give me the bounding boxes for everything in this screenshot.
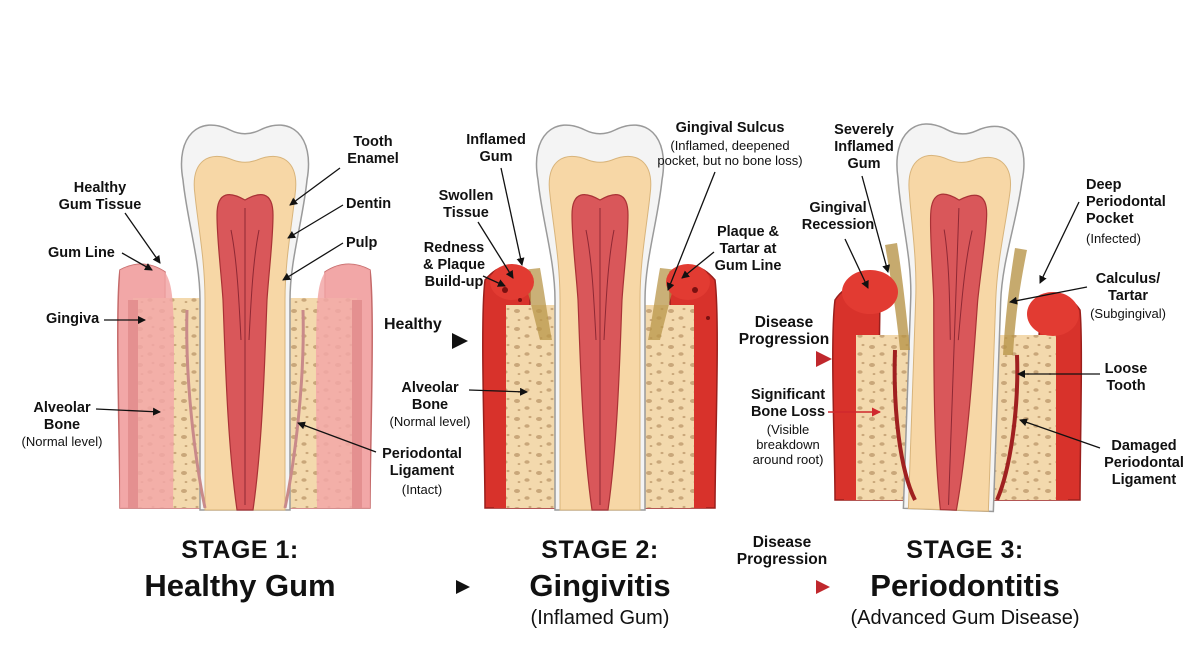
stage-2-number: STAGE 2:	[541, 536, 659, 564]
label-severely-inflamed-gum: Severely Inflamed Gum	[834, 122, 894, 172]
label-gingival-recession: Gingival Recession	[801, 200, 875, 233]
stage-1-name: Healthy Gum	[144, 568, 336, 603]
label-damaged-ligament: Damaged Periodontal Ligament	[1104, 438, 1184, 488]
note-deep-pocket: (Infected)	[1086, 231, 1141, 246]
label-alveolar-bone-1: Alveolar Bone	[33, 400, 91, 433]
label-periodontal-ligament-1: Periodontal Ligament	[382, 446, 462, 479]
label-inflamed-gum: Inflamed Gum	[466, 132, 526, 165]
transition-label-progression-top: Disease Progression	[738, 314, 830, 348]
note-alveolar-bone-1: (Normal level)	[21, 434, 103, 449]
stage-3-subtitle: (Advanced Gum Disease)	[850, 607, 1080, 629]
note-calculus: (Subgingival)	[1090, 306, 1166, 321]
note-bone-loss: (Visible breakdown around root)	[752, 422, 824, 467]
stage-1-number: STAGE 1:	[181, 536, 299, 564]
label-redness-plaque: Redness & Plaque Build-up	[422, 240, 486, 290]
label-calculus: Calculus/ Tartar	[1095, 271, 1161, 304]
transition-label-healthy: Healthy	[384, 316, 442, 333]
note-alveolar-bone-2: (Normal level)	[389, 414, 471, 429]
label-pulp: Pulp	[346, 235, 378, 251]
note-gingival-sulcus: (Inflamed, deepened pocket, but no bone …	[657, 138, 803, 168]
label-dentin: Dentin	[346, 196, 392, 212]
label-tooth-enamel: Tooth Enamel	[347, 134, 399, 167]
label-healthy-gum-tissue: Healthy Gum Tissue	[58, 180, 142, 213]
label-gingival-sulcus: Gingival Sulcus	[675, 120, 785, 136]
label-bone-loss: Significant Bone Loss	[750, 387, 826, 420]
label-deep-pocket: Deep Periodontal Pocket	[1086, 177, 1166, 227]
stage-3-name: Periodontitis	[870, 568, 1060, 603]
transition-label-progression-bottom: Disease Progression	[736, 534, 828, 568]
label-gingiva: Gingiva	[46, 311, 100, 327]
stage-3-number: STAGE 3:	[906, 536, 1024, 564]
label-loose-tooth: Loose Tooth	[1104, 361, 1148, 394]
label-swollen-tissue: Swollen Tissue	[438, 188, 494, 221]
label-gum-line: Gum Line	[48, 245, 115, 261]
label-plaque-tartar: Plaque & Tartar at Gum Line	[714, 224, 782, 274]
stage-2-subtitle: (Inflamed Gum)	[530, 607, 670, 629]
note-periodontal-ligament-1: (Intact)	[401, 482, 443, 497]
stage-2-name: Gingivitis	[529, 568, 671, 603]
label-alveolar-bone-2: Alveolar Bone	[401, 380, 459, 413]
